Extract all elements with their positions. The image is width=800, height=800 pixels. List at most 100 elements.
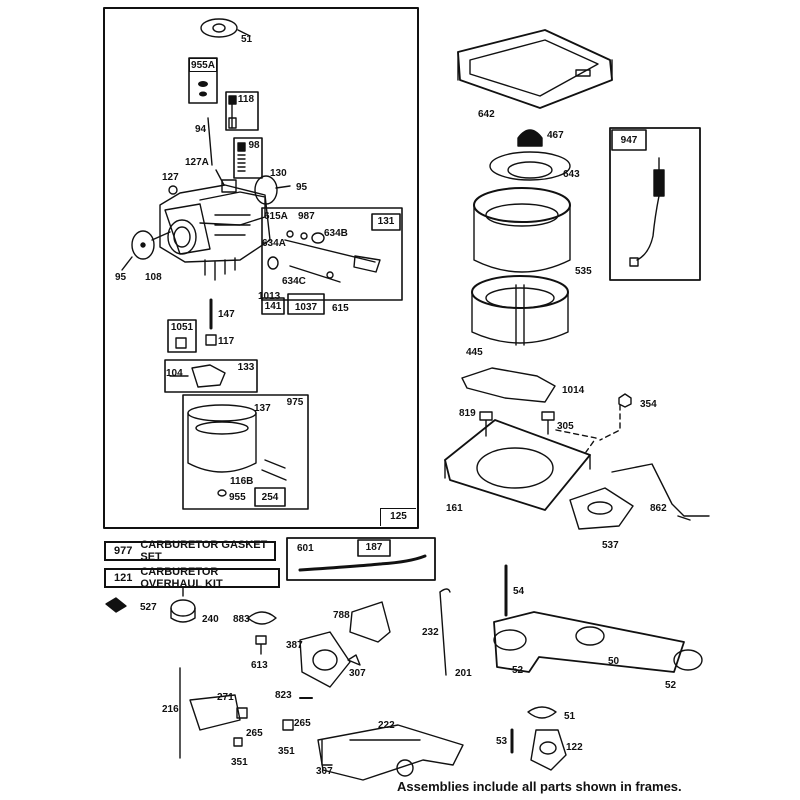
part-number: 634C (282, 276, 306, 287)
frame-label-947: 947 (620, 135, 638, 146)
part-number: 222 (378, 720, 395, 731)
part-number: 613 (251, 660, 268, 671)
part-number: 351 (231, 757, 248, 768)
clip-527-drawing (105, 597, 127, 613)
primer-line-frame-box (286, 537, 436, 581)
manifold-50-drawing (493, 611, 703, 673)
base-161-drawing (444, 419, 591, 511)
bracket-222-drawing (317, 724, 464, 781)
needle-drawing (198, 81, 208, 97)
part-number: 117 (218, 336, 235, 347)
part-number: 351 (278, 746, 295, 757)
screw-frame-box (225, 91, 259, 131)
choke-plate-108-drawing (131, 230, 171, 260)
frame-label-118: 118 (237, 94, 255, 105)
kit-number: 977 (114, 545, 133, 557)
frame-label-133: 133 (237, 362, 255, 373)
part-number: 527 (140, 602, 157, 613)
adapter-122-drawing (530, 729, 567, 771)
gasket-51b-drawing (527, 706, 557, 719)
part-number: 50 (608, 656, 620, 667)
part-number: 232 (422, 627, 439, 638)
part-number: 116B (230, 476, 254, 487)
kit-overhaul-kit: 121 CARBURETOR OVERHAUL KIT (104, 566, 280, 590)
plate-788-drawing (349, 601, 391, 643)
gasket-51-drawing (200, 18, 251, 38)
part-number: 642 (478, 109, 495, 120)
part-number: 819 (459, 408, 476, 419)
bracket-1014-drawing (461, 367, 556, 403)
part-number: 137 (254, 403, 271, 414)
air-cleaner-cover-drawing (457, 29, 613, 109)
gasket-537-drawing (569, 487, 634, 530)
part-number: 52 (512, 665, 524, 676)
part-number: 265 (294, 718, 311, 729)
frame-label-141: 141 (264, 301, 282, 312)
part-number: 601 (297, 543, 314, 554)
kit-number: 121 (114, 572, 133, 584)
frame-label-254: 254 (261, 492, 279, 503)
kit-label: CARBURETOR GASKET SET (140, 539, 268, 563)
part-number: 130 (270, 168, 287, 179)
spring-frame-box (233, 137, 263, 179)
part-number: 201 (455, 668, 472, 679)
seal-643-drawing (489, 151, 571, 181)
part-number: 788 (333, 610, 350, 621)
lever-216-drawing (179, 667, 241, 759)
part-number: 445 (466, 347, 483, 358)
part-number: 354 (640, 399, 657, 410)
sensor-947-drawing (629, 157, 665, 267)
part-number: 823 (275, 690, 292, 701)
bowl-frame-box (182, 394, 309, 510)
part-number: 108 (145, 272, 162, 283)
part-number: 54 (513, 586, 525, 597)
part-number: 634B (324, 228, 348, 239)
part-number: 161 (446, 503, 463, 514)
bracket-862-drawing (611, 463, 710, 521)
part-number: 127 (162, 172, 179, 183)
part-number: 53 (496, 736, 508, 747)
primer-frame-box (167, 319, 197, 353)
frame-label-975: 975 (286, 397, 304, 408)
frame-141-box (261, 297, 285, 315)
float-frame-box (164, 359, 258, 393)
knob-467-drawing (517, 129, 543, 147)
screw-drawing (228, 95, 237, 129)
sensor-frame-box (609, 127, 701, 281)
kit-label: CARBURETOR OVERHAUL KIT (140, 566, 223, 590)
disc-130-drawing (254, 175, 291, 205)
part-number: 615 (332, 303, 349, 314)
part-number: 634A (262, 238, 286, 249)
part-number: 51 (241, 34, 253, 45)
part-number: 94 (195, 124, 207, 135)
spring-drawing (237, 142, 246, 172)
part-number: 387 (286, 640, 303, 651)
frame-label-125: 125 (380, 508, 416, 526)
part-number: 52 (665, 680, 677, 691)
adapter-387-drawing (299, 631, 351, 688)
part-number: 987 (298, 211, 315, 222)
part-number: 271 (217, 692, 234, 703)
frame-label-98: 98 (248, 140, 260, 151)
footer-note: Assemblies include all parts shown in fr… (397, 779, 682, 794)
gasket-883-drawing (247, 611, 277, 625)
part-number: 643 (563, 169, 580, 180)
part-number: 127A (185, 157, 209, 168)
part-number: 216 (162, 704, 179, 715)
part-number: 537 (602, 540, 619, 551)
primer-line-drawing (298, 554, 427, 572)
frame-label-1037: 1037 (294, 302, 318, 313)
frame-131-box (371, 213, 401, 231)
part-number: 862 (650, 503, 667, 514)
precleaner-535-drawing (473, 187, 571, 273)
carburetor-frame (103, 7, 419, 529)
part-number: 535 (575, 266, 592, 277)
part-number: 615A (264, 211, 288, 222)
part-number: 307 (349, 668, 366, 679)
part-number: 307 (316, 766, 333, 777)
part-number: 883 (233, 614, 250, 625)
part-number: 467 (547, 130, 564, 141)
kit-gasket-set: 977 CARBURETOR GASKET SET (104, 539, 276, 563)
cartridge-445-drawing (471, 275, 569, 346)
